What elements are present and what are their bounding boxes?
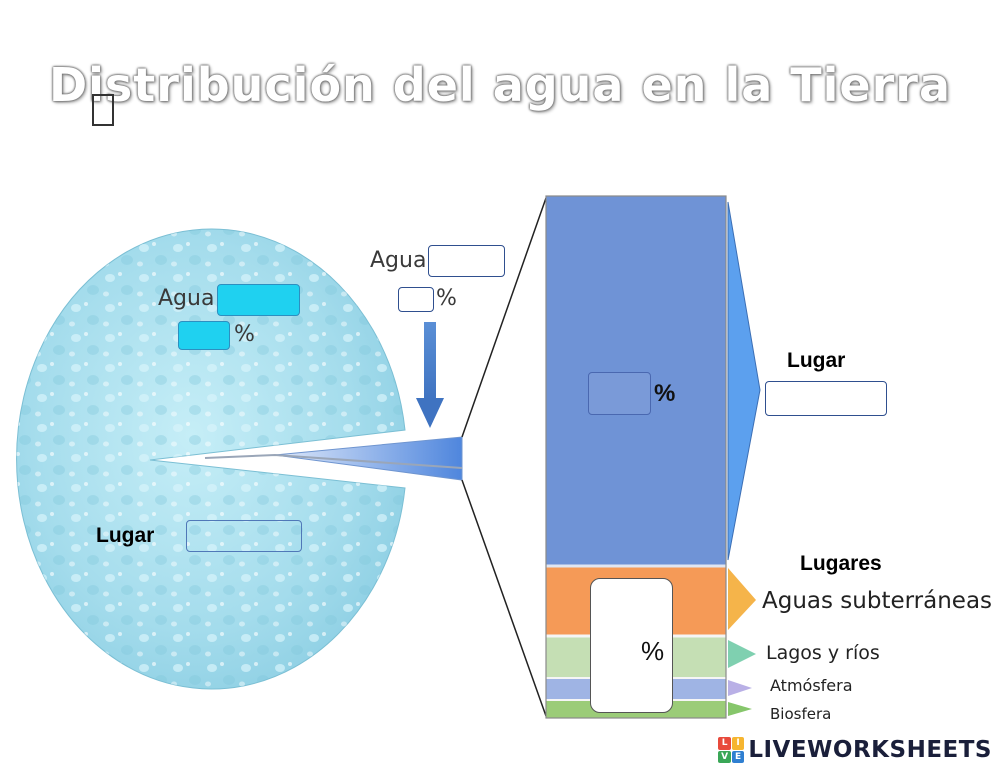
logo-mark-icon: L I V E — [718, 737, 745, 763]
slice-percent-sign: % — [436, 286, 457, 311]
logo-text: LIVEWORKSHEETS — [748, 737, 992, 763]
column-lugar-input[interactable] — [765, 381, 887, 416]
pie-agua-input[interactable] — [217, 284, 300, 316]
segment-label-biosfera: Biosfera — [770, 705, 832, 723]
pie-percent-sign: % — [234, 322, 255, 347]
slice-agua-input[interactable] — [428, 245, 505, 277]
pie-agua-label: Agua — [158, 286, 215, 311]
slice-agua-label: Agua — [370, 248, 427, 273]
segment-label-atmosfera: Atmósfera — [770, 676, 853, 695]
column-pointers — [727, 201, 761, 716]
connector-line-bottom — [461, 479, 547, 717]
liveworksheets-logo: L I V E LIVEWORKSHEETS — [718, 736, 992, 764]
lugares-label: Lugares — [800, 552, 882, 575]
column-lugar-label: Lugar — [787, 349, 846, 372]
segment-label-aguas-subterraneas: Aguas subterráneas — [762, 588, 993, 614]
pie-percent-input[interactable] — [178, 321, 230, 350]
slice-percent-input[interactable] — [398, 287, 434, 312]
column-bottom-percent-input[interactable]: % — [590, 578, 673, 713]
down-arrow-icon — [416, 322, 444, 428]
missing-glyph-box — [92, 94, 114, 126]
pie-chart — [16, 228, 463, 690]
pie-lugar-input[interactable] — [186, 520, 302, 552]
segment-label-lagos-rios: Lagos y ríos — [766, 642, 880, 664]
page-title: Distribución del agua en la Tierra — [48, 58, 952, 112]
connector-line-top — [461, 197, 547, 438]
column-top-percent-input[interactable] — [588, 372, 651, 415]
column-top-percent-sign: % — [654, 380, 676, 407]
pie-lugar-label: Lugar — [96, 524, 155, 547]
column-bottom-percent-sign: % — [641, 636, 665, 666]
